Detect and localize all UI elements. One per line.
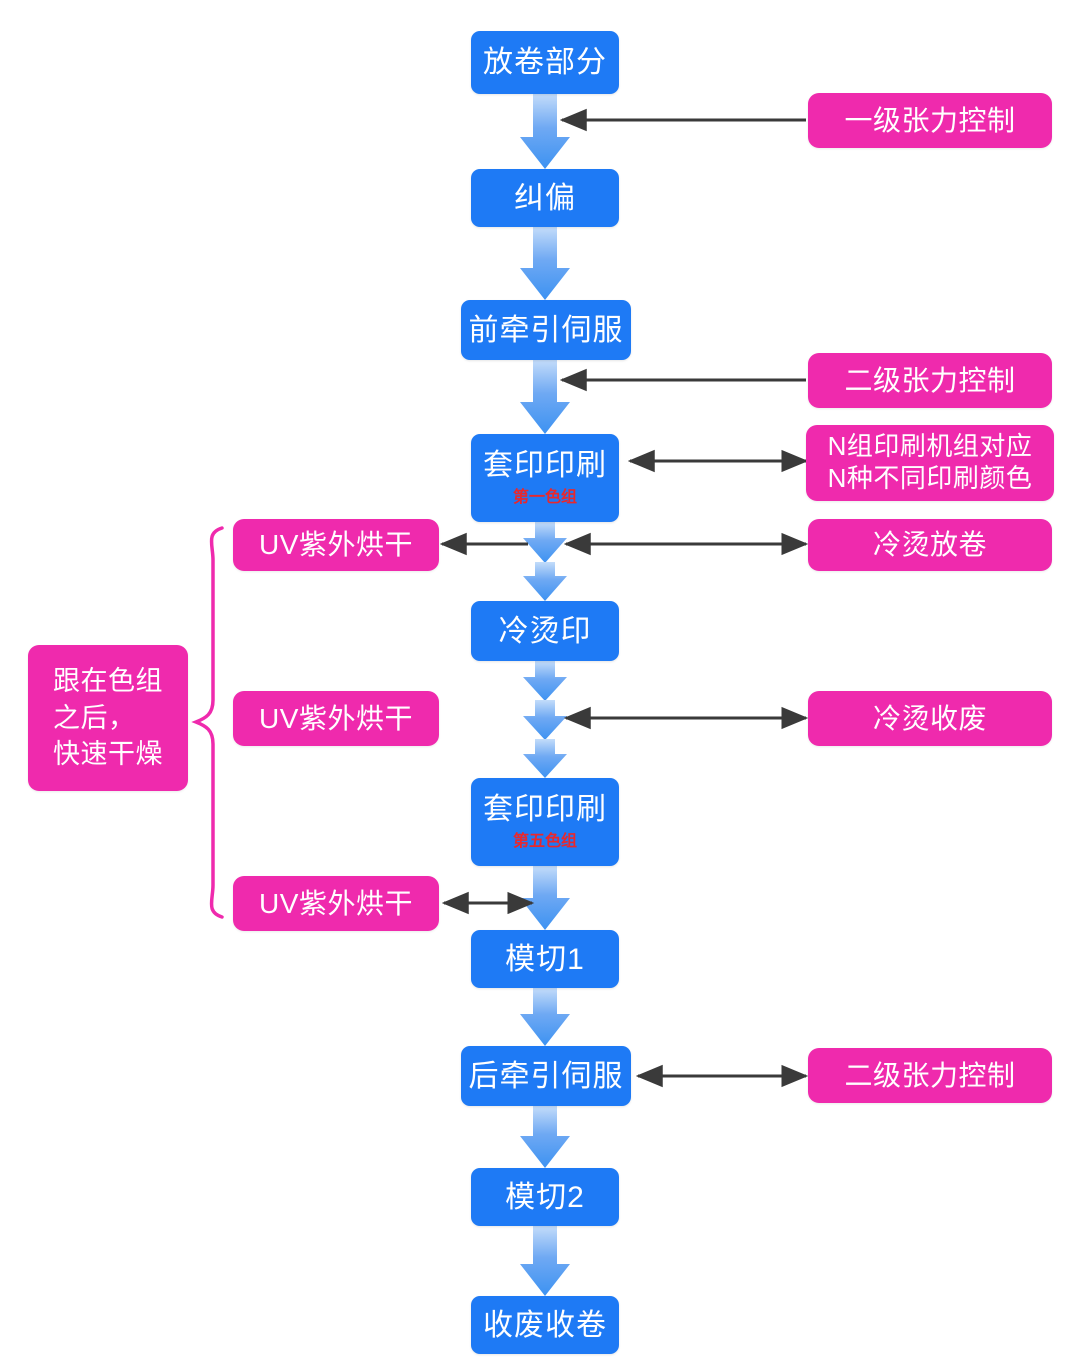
flow-arrow-rearservo-to-diecut2 bbox=[520, 1106, 570, 1168]
process-node-sublabel: 第一色组 bbox=[512, 489, 577, 507]
annotation-node-label: 一级张力控制 bbox=[844, 104, 1016, 136]
process-node-label: 冷烫印 bbox=[498, 614, 592, 648]
process-node-unwind[interactable]: 放卷部分 bbox=[471, 31, 619, 94]
process-node-label: 套印印刷 bbox=[483, 793, 607, 827]
annotation-node-uv-dry-2[interactable]: UV紫外烘干 bbox=[233, 691, 439, 746]
flow-arrow-coldfoil-seg1 bbox=[523, 661, 567, 701]
process-node-die-cut-2[interactable]: 模切2 bbox=[471, 1168, 619, 1226]
annotation-node-tension-2a[interactable]: 二级张力控制 bbox=[808, 353, 1052, 408]
annotation-node-label: UV紫外烘干 bbox=[259, 702, 413, 734]
process-node-cold-foil[interactable]: 冷烫印 bbox=[471, 601, 619, 661]
process-node-die-cut-1[interactable]: 模切1 bbox=[471, 930, 619, 988]
process-node-label: 纠偏 bbox=[514, 181, 576, 215]
annotation-node-label: N组印刷机组对应 N种不同印刷颜色 bbox=[827, 431, 1033, 493]
annotation-node-label: 二级张力控制 bbox=[844, 1059, 1016, 1091]
annotation-node-uv-dry-3[interactable]: UV紫外烘干 bbox=[233, 876, 439, 931]
annotation-node-n-units[interactable]: N组印刷机组对应 N种不同印刷颜色 bbox=[806, 425, 1054, 501]
flow-arrow-group bbox=[520, 94, 570, 1296]
annotation-node-label: UV紫外烘干 bbox=[259, 529, 413, 561]
annotation-node-cold-waste[interactable]: 冷烫收废 bbox=[808, 691, 1052, 746]
flow-arrow-diecut1-to-rearservo bbox=[520, 988, 570, 1046]
annotation-node-uv-dry-1[interactable]: UV紫外烘干 bbox=[233, 519, 439, 571]
annotation-node-tension-1[interactable]: 一级张力控制 bbox=[808, 93, 1052, 148]
annotation-node-label: UV紫外烘干 bbox=[259, 887, 413, 919]
process-node-rear-servo[interactable]: 后牵引伺服 bbox=[461, 1046, 631, 1106]
annotation-node-label: 冷烫放卷 bbox=[872, 529, 987, 561]
process-node-label: 收废收卷 bbox=[483, 1308, 607, 1342]
annotation-node-brace-note[interactable]: 跟在色组 之后， 快速干燥 bbox=[28, 645, 188, 791]
annotation-node-tension-2b[interactable]: 二级张力控制 bbox=[808, 1048, 1052, 1103]
process-node-label: 放卷部分 bbox=[483, 46, 607, 79]
process-node-edge-guide[interactable]: 纠偏 bbox=[471, 169, 619, 227]
process-node-rewind-waste[interactable]: 收废收卷 bbox=[471, 1296, 619, 1354]
flow-arrow-frontservo-to-overprint1 bbox=[520, 360, 570, 434]
flow-arrow-unwind-to-edgeguide bbox=[520, 94, 570, 169]
process-node-label: 后牵引伺服 bbox=[468, 1059, 624, 1093]
process-node-overprint-5[interactable]: 套印印刷 第五色组 bbox=[471, 778, 619, 866]
flow-arrow-edgeguide-to-frontservo bbox=[520, 227, 570, 300]
flow-arrow-overprint1-seg1 bbox=[523, 522, 567, 563]
flow-arrow-coldfoil-seg2 bbox=[523, 700, 567, 740]
annotation-node-label: 跟在色组 之后， 快速干燥 bbox=[53, 666, 163, 770]
flow-arrow-diecut2-to-rewind bbox=[520, 1226, 570, 1296]
annotation-node-cold-unwind[interactable]: 冷烫放卷 bbox=[808, 519, 1052, 571]
uv-group-brace bbox=[191, 526, 224, 919]
flow-arrow-coldfoil-seg3 bbox=[523, 739, 567, 778]
process-node-label: 模切2 bbox=[505, 1180, 585, 1214]
flow-arrow-overprint5-to-diecut1 bbox=[520, 866, 570, 930]
process-node-label: 套印印刷 bbox=[483, 449, 607, 483]
process-node-sublabel: 第五色组 bbox=[512, 833, 577, 851]
annotation-node-label: 冷烫收废 bbox=[872, 702, 987, 734]
process-node-label: 模切1 bbox=[505, 942, 585, 976]
process-node-front-servo[interactable]: 前牵引伺服 bbox=[461, 300, 631, 360]
flow-arrow-overprint1-seg2 bbox=[523, 562, 567, 601]
annotation-node-label: 二级张力控制 bbox=[844, 364, 1016, 396]
process-node-overprint-1[interactable]: 套印印刷 第一色组 bbox=[471, 434, 619, 522]
process-node-label: 前牵引伺服 bbox=[468, 313, 624, 347]
